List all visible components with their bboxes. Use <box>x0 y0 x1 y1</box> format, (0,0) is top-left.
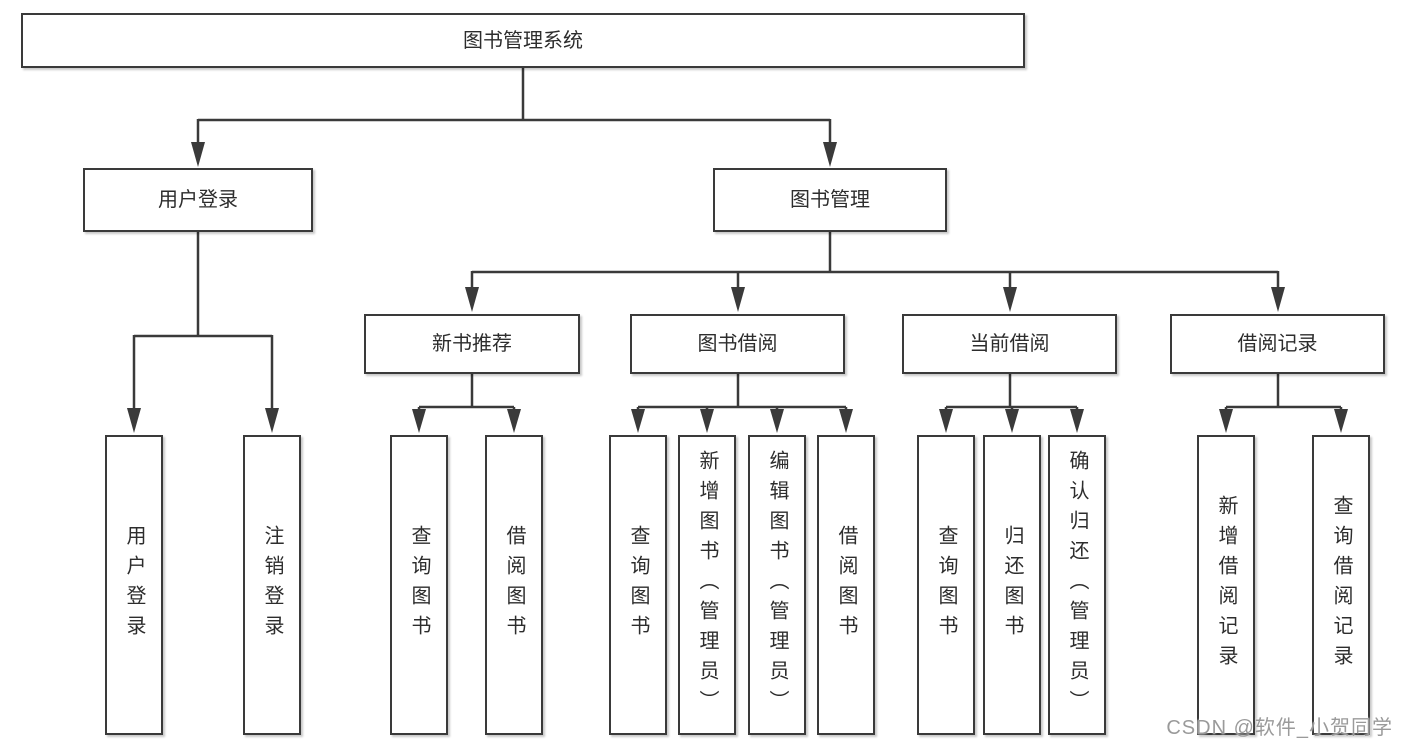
leaf-query-books-borrowing: 查询图书 <box>609 435 667 735</box>
leaf-edit-book-admin: 编辑图书（管理员） <box>748 435 806 735</box>
node-label: 查询图书 <box>935 525 957 645</box>
node-current-borrowing: 当前借阅 <box>902 314 1117 374</box>
node-book-borrowing: 图书借阅 <box>630 314 845 374</box>
leaf-borrow-books-borrowing: 借阅图书 <box>817 435 875 735</box>
node-label: 注销登录 <box>261 525 283 645</box>
node-label: 图书管理系统 <box>463 29 583 52</box>
node-new-book-recommend: 新书推荐 <box>364 314 580 374</box>
node-label: 归还图书 <box>1001 525 1023 645</box>
leaf-query-books-recommend: 查询图书 <box>390 435 448 735</box>
node-label: 查询图书 <box>627 525 649 645</box>
leaf-user-login: 用户登录 <box>105 435 163 735</box>
node-borrowing-records: 借阅记录 <box>1170 314 1385 374</box>
node-label: 新增图书（管理员） <box>696 450 718 720</box>
leaf-return-book: 归还图书 <box>983 435 1041 735</box>
leaf-add-book-admin: 新增图书（管理员） <box>678 435 736 735</box>
leaf-query-books-current: 查询图书 <box>917 435 975 735</box>
node-label: 确认归还（管理员） <box>1066 450 1088 720</box>
node-label: 当前借阅 <box>969 333 1050 355</box>
node-book-management: 图书管理 <box>713 168 947 232</box>
node-label: 查询借阅记录 <box>1330 495 1352 675</box>
node-label: 用户登录 <box>123 525 145 645</box>
node-label: 图书借阅 <box>697 333 778 355</box>
node-label: 借阅图书 <box>835 525 857 645</box>
node-user-login: 用户登录 <box>83 168 313 232</box>
leaf-logout: 注销登录 <box>243 435 301 735</box>
leaf-confirm-return-admin: 确认归还（管理员） <box>1048 435 1106 735</box>
node-library-system: 图书管理系统 <box>21 13 1025 68</box>
node-label: 借阅记录 <box>1237 333 1318 355</box>
node-label: 查询图书 <box>408 525 430 645</box>
node-label: 新增借阅记录 <box>1215 495 1237 675</box>
node-label: 编辑图书（管理员） <box>766 450 788 720</box>
node-label: 用户登录 <box>158 189 238 211</box>
leaf-add-borrow-record: 新增借阅记录 <box>1197 435 1255 735</box>
leaf-query-borrow-record: 查询借阅记录 <box>1312 435 1370 735</box>
leaf-borrow-books-recommend: 借阅图书 <box>485 435 543 735</box>
node-label: 图书管理 <box>790 189 870 211</box>
node-label: 新书推荐 <box>432 333 512 355</box>
watermark-text: CSDN @软件_小贺同学 <box>1166 717 1393 739</box>
node-label: 借阅图书 <box>503 525 525 645</box>
